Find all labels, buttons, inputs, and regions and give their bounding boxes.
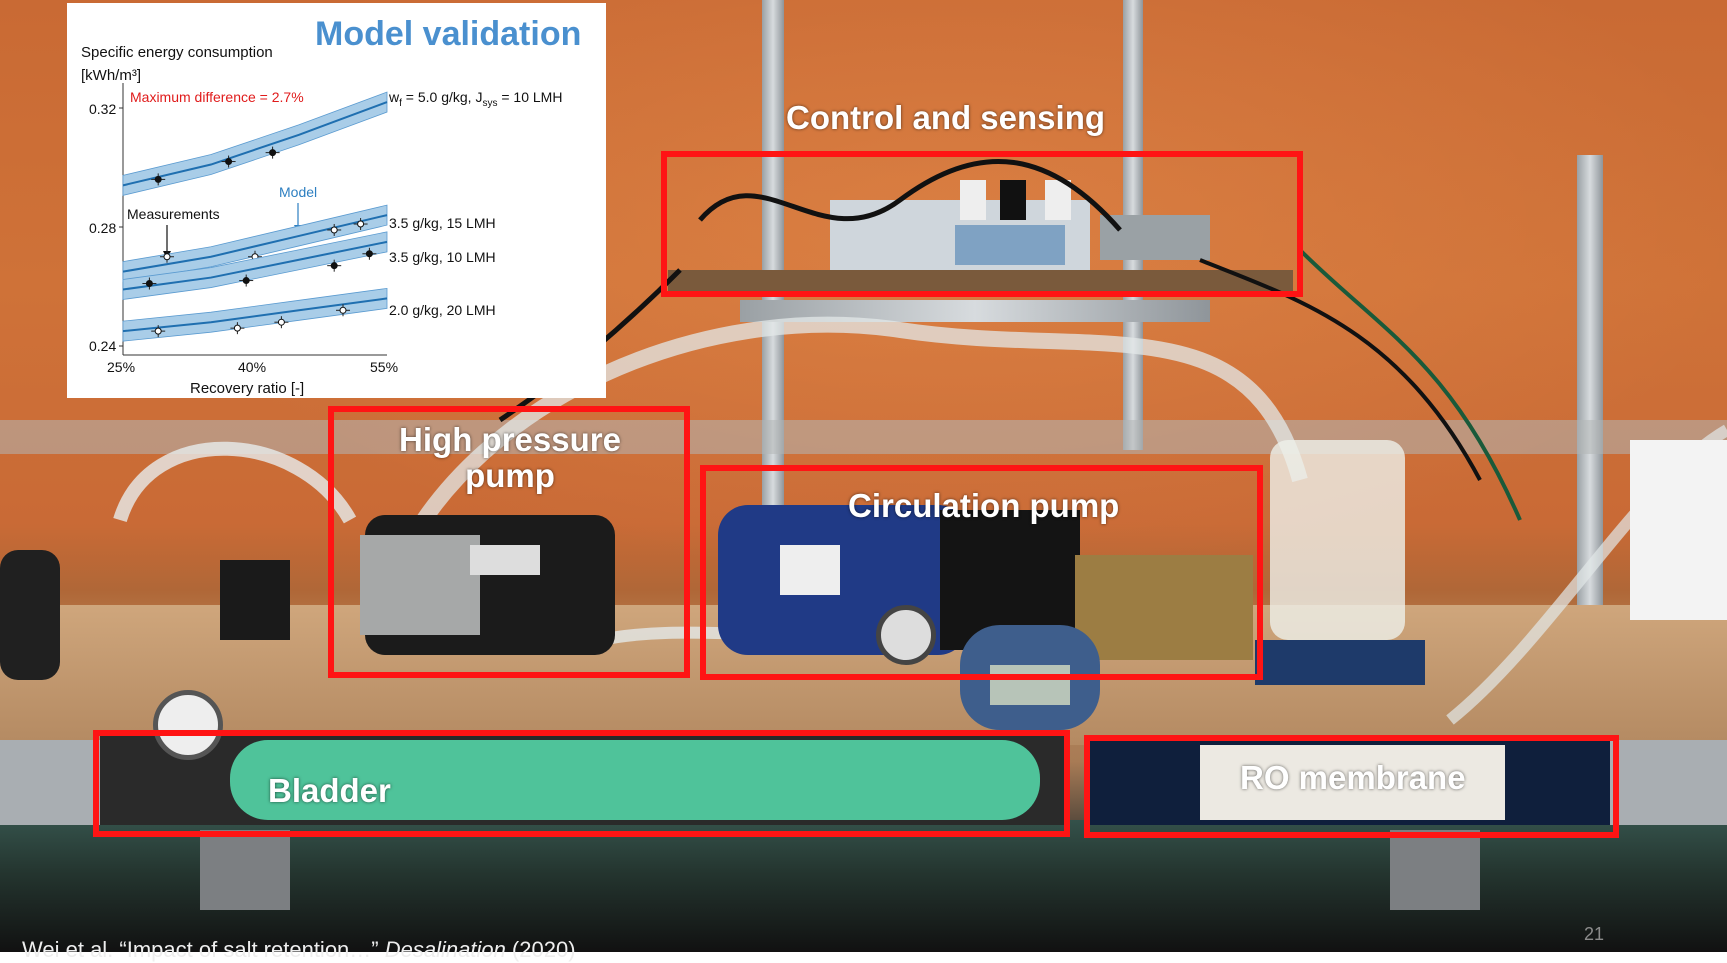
- model-validation-inset: Model validation Specific energy consump…: [67, 3, 606, 398]
- measurement-point-4-3: [274, 316, 289, 329]
- measurement-point-2-4: [353, 218, 368, 231]
- high-pressure-pump-label-line2: pump: [465, 457, 555, 495]
- model-line-3: [122, 240, 388, 291]
- measurement-point-3-1: [142, 277, 157, 290]
- series-label-1-end: = 10 LMH: [497, 89, 563, 105]
- series-label-2: 3.5 g/kg, 15 LMH: [389, 215, 496, 231]
- ro-membrane-label: RO membrane: [1240, 759, 1466, 796]
- model-band-3: [122, 231, 388, 300]
- bladder-label: Bladder: [268, 772, 391, 809]
- ro-membrane-box: [1084, 735, 1619, 838]
- inset-title: Model validation: [315, 15, 582, 53]
- measurement-point-2-3: [327, 223, 342, 236]
- series-label-4: 2.0 g/kg, 20 LMH: [389, 302, 496, 318]
- measurement-point-3-2: [239, 274, 254, 287]
- y-tick-028: 0.28: [89, 220, 117, 236]
- series-label-1-sub-f: f: [399, 97, 402, 109]
- slide-page-number: 21: [1584, 924, 1605, 944]
- citation-suffix: (2020): [505, 937, 576, 962]
- series-label-1: wf = 5.0 g/kg, Jsys = 10 LMH: [389, 89, 562, 109]
- x-axis-label: Recovery ratio [-]: [190, 380, 305, 397]
- measurement-point-2-1: [160, 250, 174, 263]
- circulation-pump-box: [700, 465, 1263, 680]
- validation-chart: [119, 83, 388, 356]
- high-pressure-pump-box: [328, 406, 690, 678]
- citation-prefix: Wei et al. “Impact of salt retention…”: [22, 937, 385, 962]
- model-band-4: [122, 287, 388, 342]
- series-label-1-mid: = 5.0 g/kg, J: [401, 89, 483, 105]
- model-annotation: Model: [279, 184, 318, 200]
- x-tick-40: 40%: [238, 359, 267, 375]
- measurement-point-4-1: [151, 325, 166, 338]
- bladder-box: [93, 730, 1070, 837]
- pressure-gauge: [153, 690, 223, 760]
- citation-journal: Desalination: [384, 937, 506, 962]
- high-pressure-pump-label-line1: High pressure: [399, 421, 621, 458]
- measurement-point-1-1: [151, 173, 166, 186]
- y-tick-032: 0.32: [89, 101, 117, 117]
- pressure-gauge-2: [876, 605, 936, 665]
- model-line-2: [122, 214, 388, 273]
- series-label-1-w: w: [389, 89, 400, 105]
- x-tick-25: 25%: [107, 359, 136, 375]
- circulation-pump-label: Circulation pump: [848, 487, 1120, 524]
- max-difference-annotation: Maximum difference = 2.7%: [130, 89, 304, 105]
- measurement-point-1-2: [221, 155, 236, 168]
- measurements-annotation: Measurements: [127, 206, 220, 222]
- measurement-point-1-3: [265, 146, 280, 159]
- y-axis-label-line1: Specific energy consumption: [81, 44, 273, 61]
- series-label-3: 3.5 g/kg, 10 LMH: [389, 249, 496, 265]
- x-tick-55: 55%: [370, 359, 399, 375]
- series-label-1-sub-sys: sys: [482, 97, 498, 109]
- frame-shelf: [740, 300, 1210, 322]
- control-and-sensing-box: [661, 151, 1303, 297]
- y-tick-024: 0.24: [89, 338, 117, 354]
- measurement-point-3-3: [327, 259, 342, 272]
- measurement-point-4-2: [230, 322, 245, 335]
- high-pressure-pump-label: High pressure pump: [386, 421, 634, 495]
- citation: Wei et al. “Impact of salt retention…” D…: [22, 937, 576, 963]
- y-axis-label-line2: [kWh/m³]: [81, 67, 141, 84]
- model-line-1: [122, 101, 388, 187]
- control-and-sensing-label: Control and sensing: [786, 99, 1106, 136]
- measurement-point-3-4: [362, 247, 377, 260]
- measurement-point-4-4: [336, 304, 350, 317]
